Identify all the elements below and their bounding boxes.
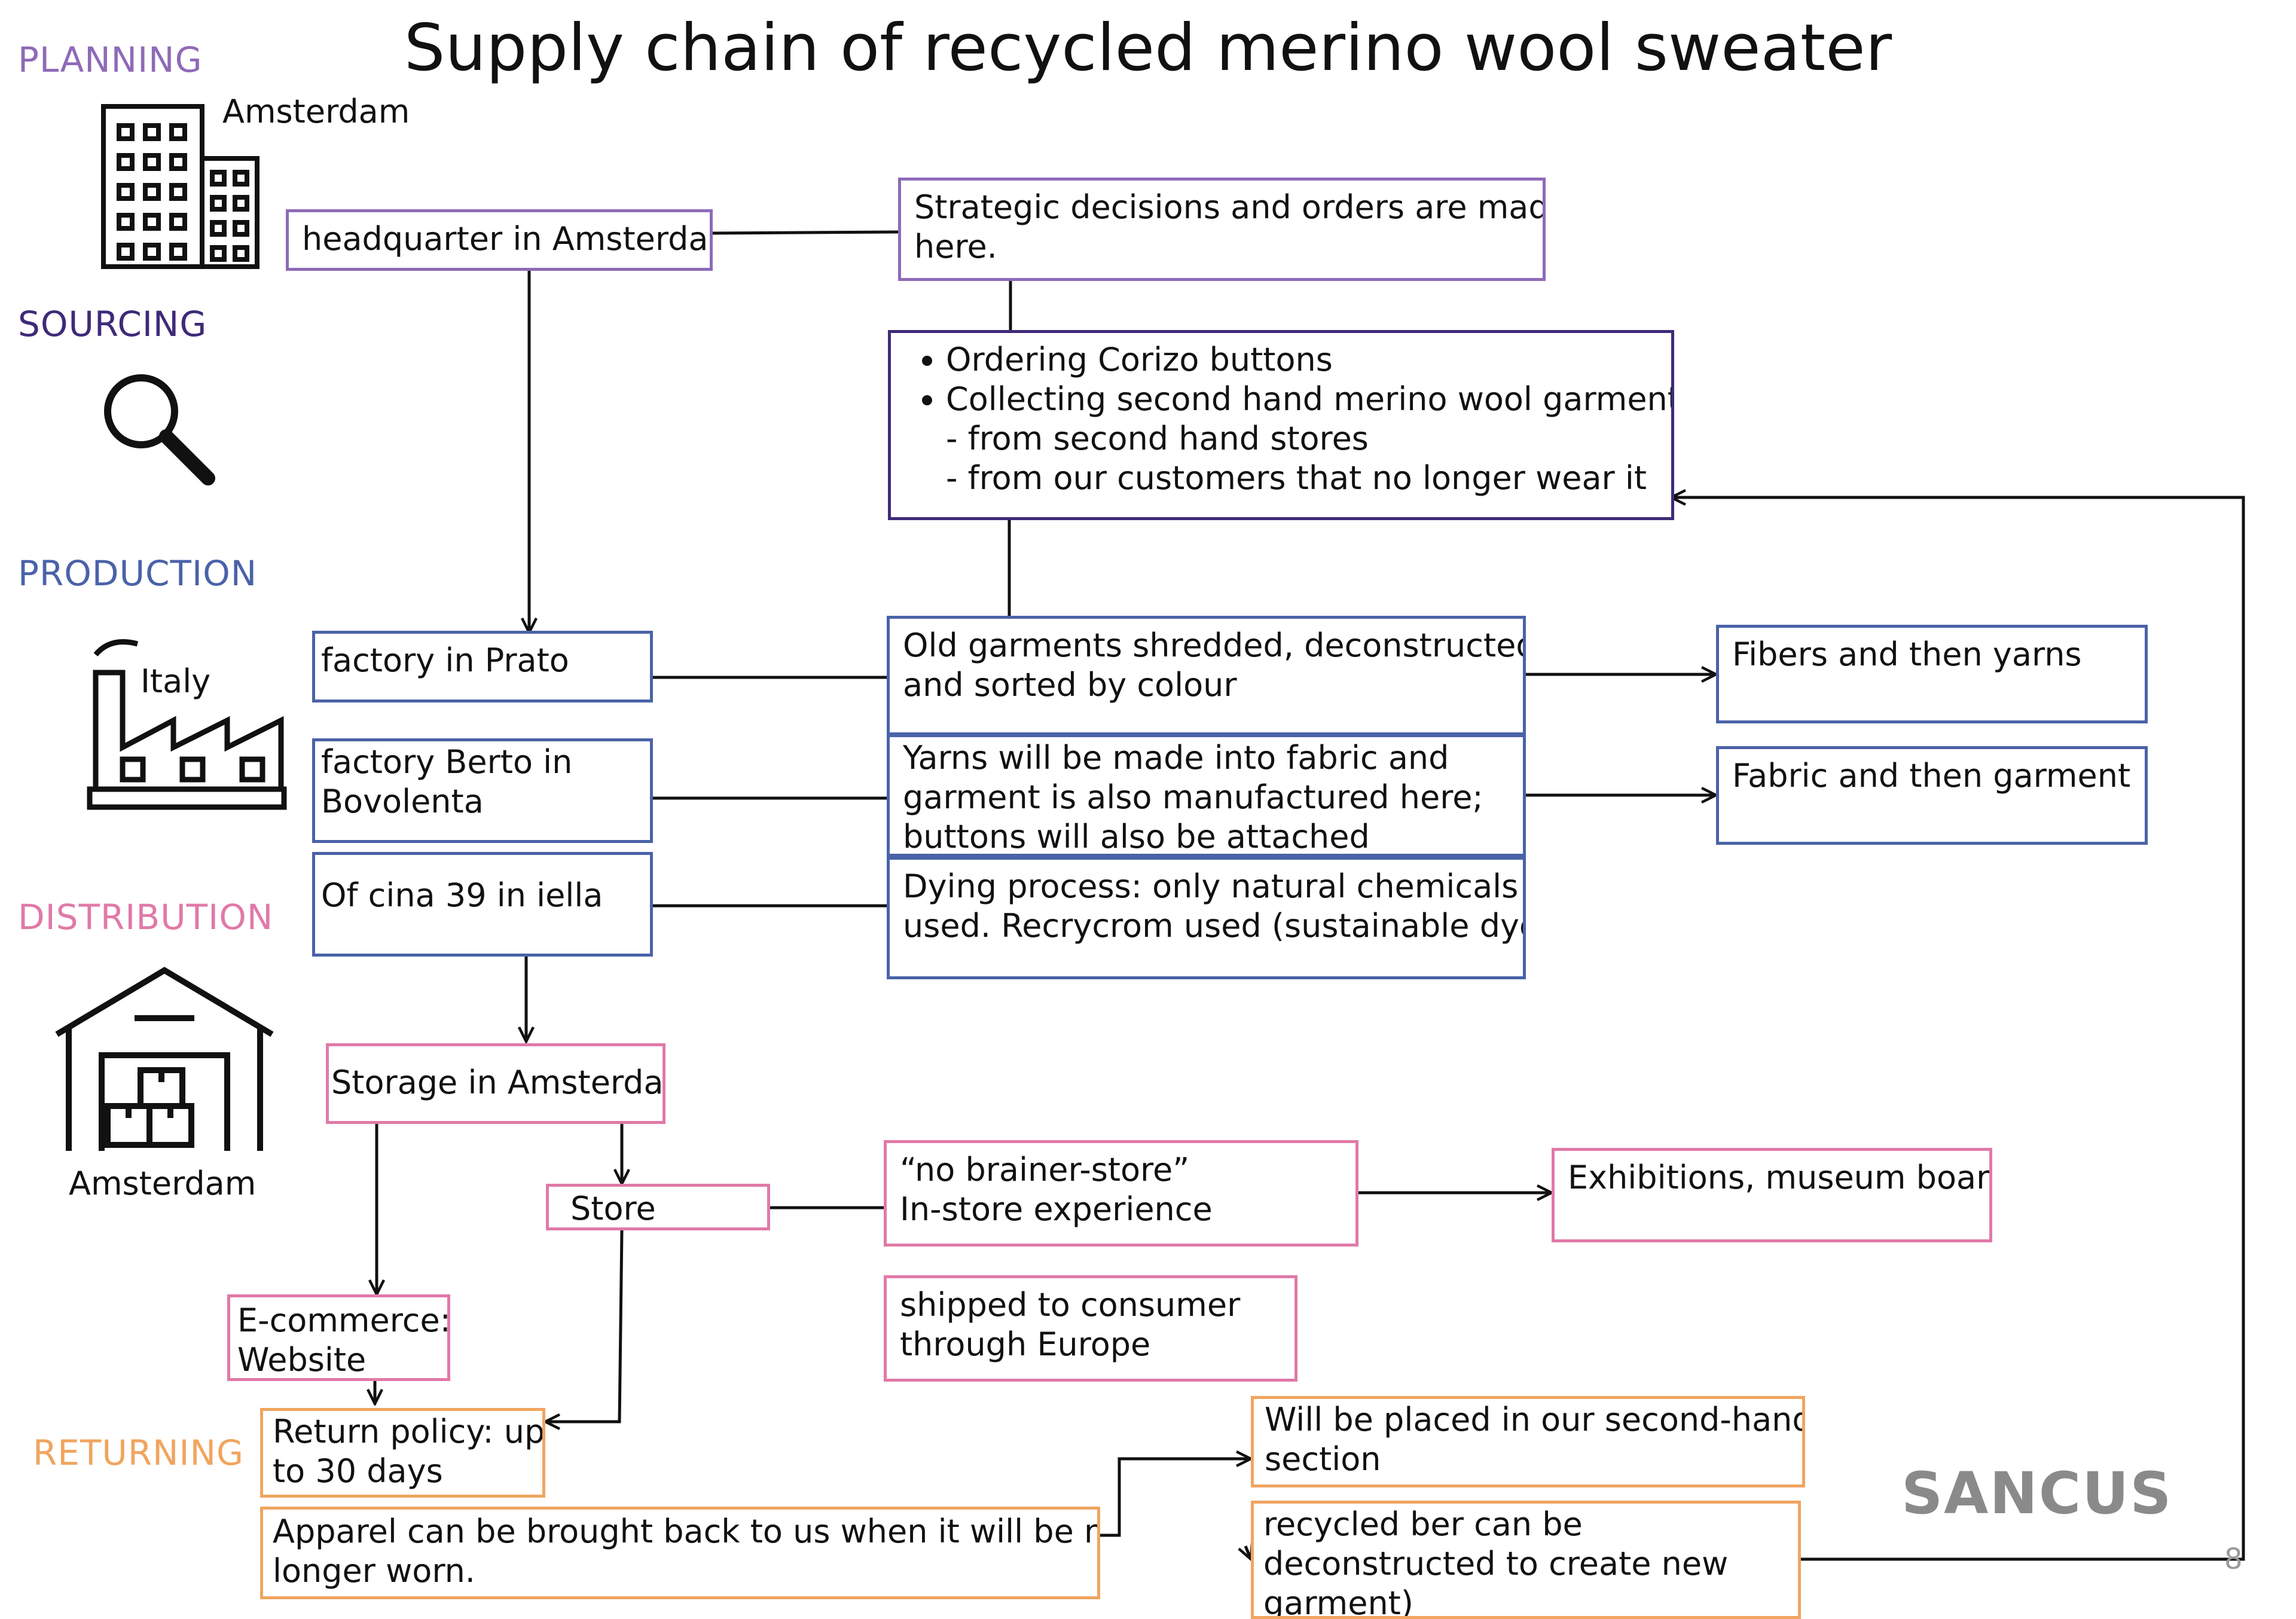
arrow-store-return: [545, 1230, 624, 1422]
box-return-policy: Return policy: up to 30 days: [260, 1408, 545, 1498]
box-factory-berto: factory Berto in Bovolenta: [312, 738, 653, 843]
place-label-italy: Italy: [141, 662, 211, 700]
box-sourcing-activities: Ordering Corizo buttons Collecting secon…: [888, 330, 1674, 520]
box-store: Store: [546, 1184, 770, 1230]
box-shipped-consumer: shipped to consumer through Europe: [884, 1275, 1297, 1382]
box-no-brainer-store: “no brainer-store” In-store experience: [884, 1140, 1358, 1247]
page-number: 8: [2224, 1542, 2243, 1576]
box-garments-shredded: Old garments shredded, deconstructed and…: [887, 616, 1526, 735]
box-factory-prato: factory in Prato: [312, 631, 653, 702]
warehouse-icon: [55, 967, 274, 1151]
box-strategic-decisions: Strategic decisions and orders are made …: [898, 178, 1546, 281]
box-ecommerce: E-commerce: Website: [227, 1294, 450, 1381]
box-headquarter: headquarter in Amsterdam: [286, 209, 713, 271]
box-apparel-brought-back: Apparel can be brought back to us when i…: [260, 1507, 1100, 1599]
sourcing-bullet: Ordering Corizo buttons: [946, 340, 1658, 380]
box-officina: Of cina 39 in iella: [312, 852, 653, 957]
stage-label-planning: PLANNING: [18, 39, 203, 80]
place-label-amsterdam-hq: Amsterdam: [222, 93, 410, 130]
arrow-apparel-recycled: [1245, 1546, 1251, 1559]
building-icon: [101, 104, 259, 269]
box-storage-amsterdam: Storage in Amsterdam: [326, 1043, 665, 1124]
factory-icon: [87, 639, 287, 810]
line-hq-strategic: [712, 230, 899, 235]
box-second-hand-section: Will be placed in our second-hand sectio…: [1251, 1396, 1805, 1487]
box-recycled-fiber: recycled ber can be deconstructed to cre…: [1251, 1501, 1801, 1619]
brand-logo: SANCUS: [1901, 1460, 2173, 1527]
place-label-amsterdam-storage: Amsterdam: [69, 1165, 257, 1202]
sourcing-sub-item: - from second hand stores: [946, 420, 1369, 457]
arrow-recycled-sourcing: [1671, 497, 2245, 1561]
arrow-apparel-secondhand: [1100, 1459, 1251, 1537]
stage-label-sourcing: SOURCING: [18, 304, 207, 344]
box-fabric-garment: Fabric and then garment: [1716, 746, 2148, 845]
stage-label-distribution: DISTRIBUTION: [18, 897, 274, 937]
box-fibers-yarns: Fibers and then yarns: [1716, 625, 2148, 723]
page-title: Supply chain of recycled merino wool swe…: [404, 11, 1892, 85]
sourcing-bullet: Collecting second hand merino wool garme…: [946, 380, 1671, 419]
stage-label-returning: RETURNING: [33, 1432, 244, 1473]
box-yarns-fabric: Yarns will be made into fabric and garme…: [887, 734, 1526, 857]
sourcing-sub-item: - from our customers that no longer wear…: [946, 459, 1647, 497]
stage-label-production: PRODUCTION: [18, 553, 258, 594]
box-exhibitions: Exhibitions, museum boards: [1552, 1148, 1992, 1242]
box-dying-process: Dying process: only natural chemicals us…: [887, 857, 1526, 979]
magnifier-icon: [104, 374, 215, 485]
